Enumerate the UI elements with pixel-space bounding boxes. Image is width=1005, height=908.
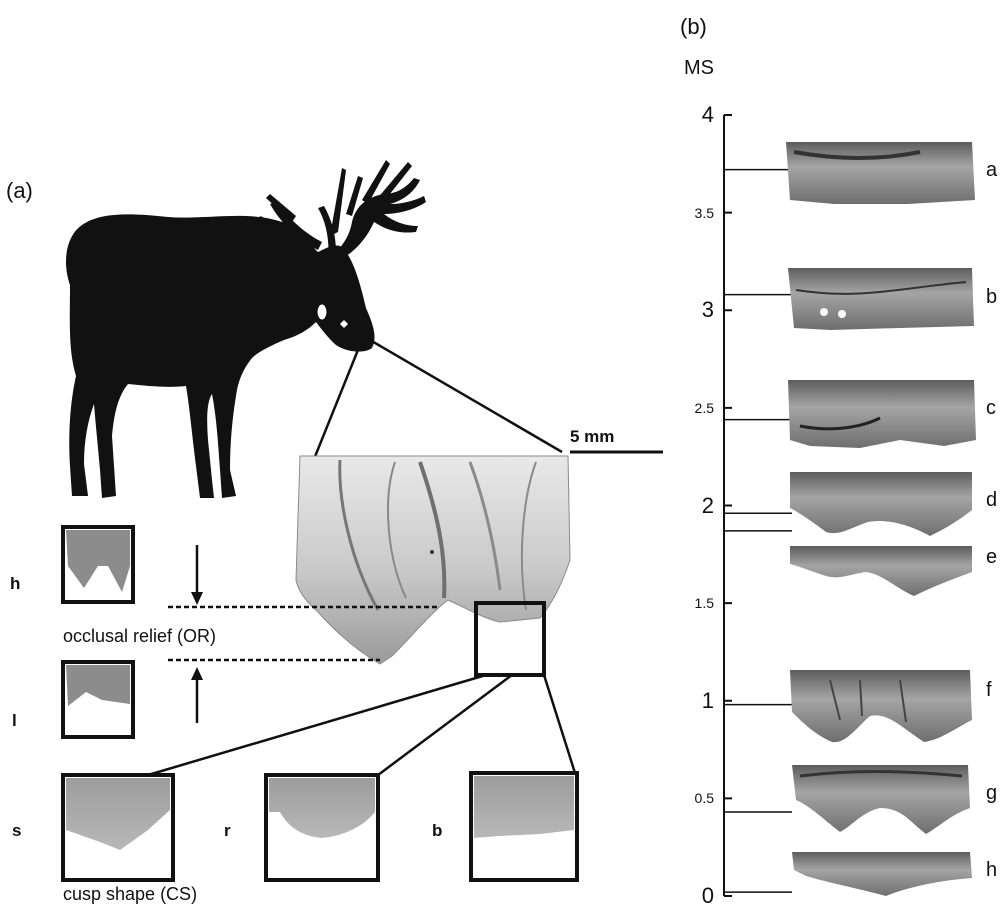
tooth-strip-c [788,380,976,448]
cusp-box-round [266,775,378,880]
ms-tick-label: 2 [702,495,714,517]
sample-label-a: a [986,160,997,180]
ms-axis [724,115,792,896]
zoom-line-right [370,340,562,452]
ms-tick-label: 2.5 [695,401,714,415]
zoom-line-left [308,340,362,474]
cusp-title: cusp shape (CS) [63,885,197,903]
tooth-strip-e [790,546,972,596]
relief-arrow-up [191,667,203,723]
panel-b-label: (b) [680,16,707,38]
cusp-box-sharp [63,775,173,880]
sample-label-f: f [986,680,992,700]
tooth-strip-h [792,852,972,896]
cusp-class-r: r [224,822,231,839]
tooth-strip-a [786,142,975,204]
ms-tick-label: 3.5 [695,206,714,220]
tooth-strip-b [788,268,974,330]
tooth-strip-g [792,765,970,834]
sample-label-c: c [986,398,996,418]
cusp-class-b: b [432,822,442,839]
sample-label-d: d [986,490,997,510]
sample-label-h: h [986,860,997,880]
ms-axis-title: MS [684,58,714,78]
cusp-class-s: s [12,822,21,839]
tooth-photo [296,456,570,664]
ms-tick-label: 1 [702,690,714,712]
tooth-strip-f [790,670,972,742]
relief-class-h: h [10,575,20,592]
ms-tick-label: 4 [702,104,714,126]
ms-tick-label: 3 [702,299,714,321]
ms-tick-label: 1.5 [695,596,714,610]
cusp-box-blunt [471,773,577,880]
zoom-line-round [378,675,512,775]
sample-label-g: g [986,783,997,803]
sample-label-b: b [986,287,997,307]
relief-box-high [63,527,133,602]
panel-a-label: (a) [6,180,33,202]
relief-box-low [63,662,133,737]
relief-title: occlusal relief (OR) [63,627,216,645]
relief-arrow-down [191,545,203,605]
zoom-line-sharp [148,675,486,775]
ms-tick-label: 0 [702,885,714,907]
tooth-strip-d [790,472,972,536]
scale-bar-label: 5 mm [570,428,614,445]
sample-label-e: e [986,547,997,567]
ms-tick-label: 0.5 [695,791,714,805]
relief-class-l: l [12,712,17,729]
moose-silhouette [66,160,426,498]
zoom-line-blunt [544,675,575,773]
